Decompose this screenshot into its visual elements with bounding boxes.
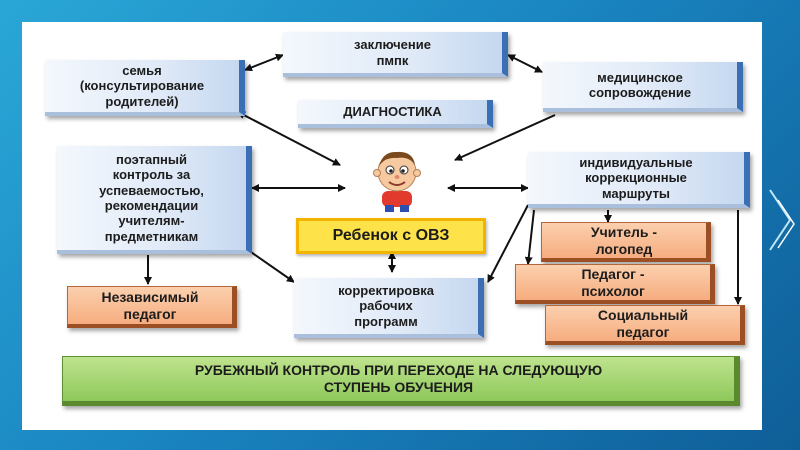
arrow-medical-child [454,114,556,161]
arrow-routes-correction [487,204,529,283]
arrow-family-conclusion [244,53,284,72]
child-icon [373,151,421,212]
node-independent-pedagogue: Независимый педагог [67,286,237,328]
node-diagnostics: ДИАГНОСТИКА [298,100,493,128]
node-milestone-control: РУБЕЖНЫЙ КОНТРОЛЬ ПРИ ПЕРЕХОДЕ НА СЛЕДУЮ… [62,356,740,406]
node-stepwise-control: поэтапный контроль за успеваемостью, рек… [57,146,252,254]
node-medical: медицинское сопровождение [543,62,743,112]
node-program-correction: корректировка рабочих программ [294,278,484,338]
node-child-ovz: Ребенок с ОВЗ [296,218,486,254]
node-psychologist: Педагог - психолог [515,264,715,304]
node-family: семья (консультирование родителей) [45,60,245,116]
node-social-pedagogue: Социальный педагог [545,305,745,345]
arrow-routes-psych [524,209,535,265]
node-individual-routes: индивидуальные коррекционные маршруты [528,152,750,208]
arrow-conclusion-medical [507,54,543,73]
node-conclusion: заключение пмпк [283,32,508,77]
arrow-family-child [237,111,341,166]
decorative-chevrons [769,189,795,251]
node-speech-therapist: Учитель - логопед [541,222,711,262]
arrow-control-correction [247,249,295,283]
